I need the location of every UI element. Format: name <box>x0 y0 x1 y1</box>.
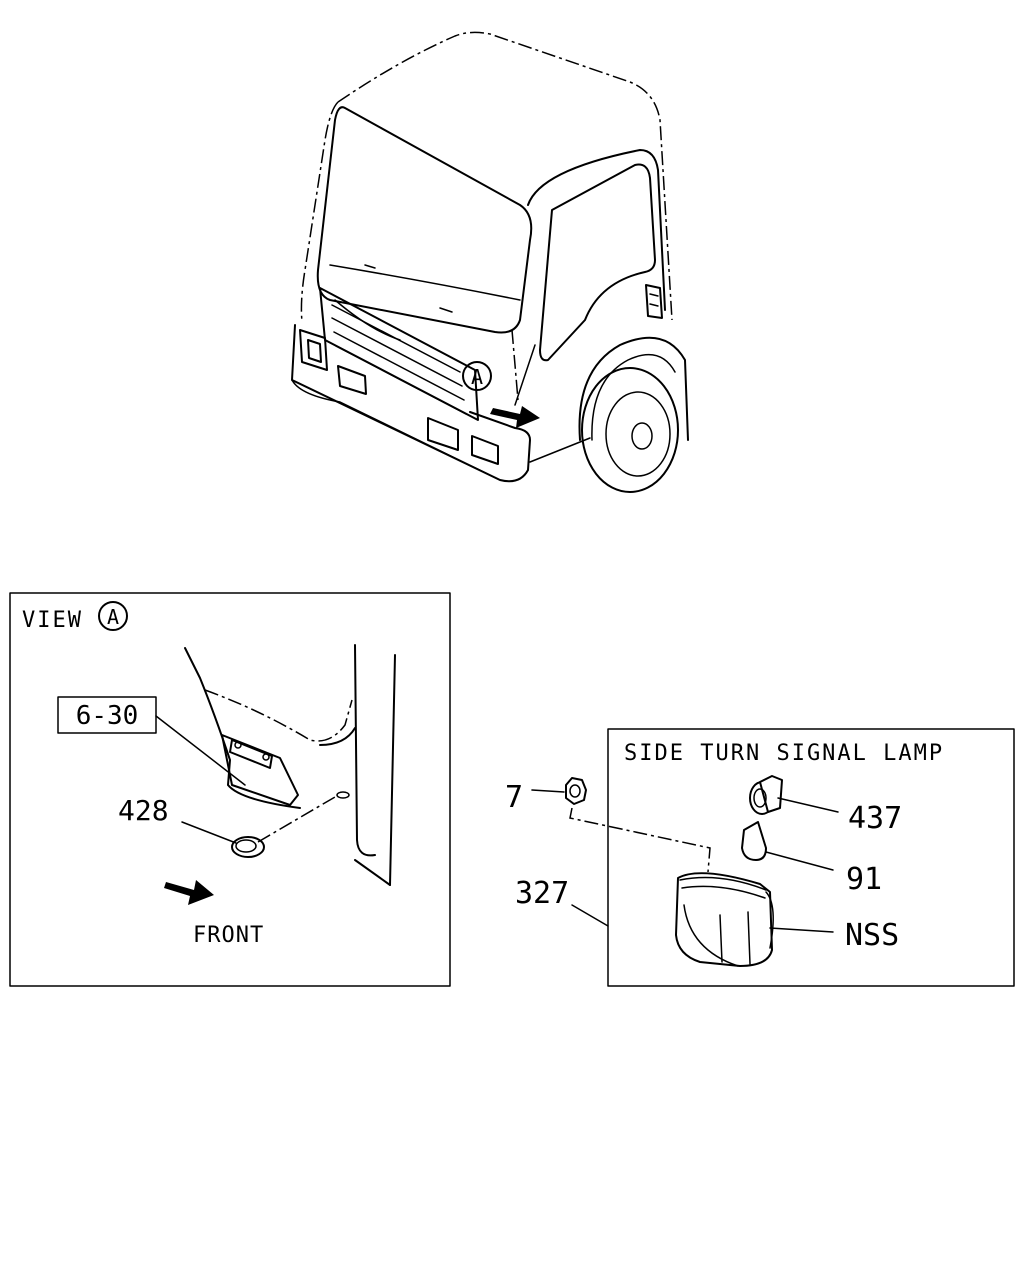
part-327-group: 327 <box>515 876 609 927</box>
lamp-panel-border <box>607 728 1015 987</box>
view-a-label: VIEW <box>22 608 83 633</box>
view-a-panel-border <box>9 592 451 987</box>
callout-nss: NSS <box>845 918 899 953</box>
view-a-circle-letter: A <box>107 605 119 629</box>
view-a-marker-icon <box>462 361 492 391</box>
nut-7-group: 7 <box>505 777 711 873</box>
lamp-body-nss <box>675 872 774 967</box>
callout-327: 327 <box>515 876 569 911</box>
view-a-marker-letter: A <box>471 365 483 389</box>
nut-7 <box>565 777 587 805</box>
front-arrow-icon <box>164 880 214 905</box>
lamp-panel-title: SIDE TURN SIGNAL LAMP <box>624 741 944 766</box>
bulb-91 <box>741 821 767 861</box>
callout-7: 7 <box>505 780 523 815</box>
view-a-circle-icon <box>98 601 128 631</box>
direction-arrow-icon <box>490 406 540 428</box>
front-label: FRONT <box>193 923 264 948</box>
socket-437 <box>749 775 783 815</box>
lamp-panel: SIDE TURN SIGNAL LAMP 437 91 NSS <box>607 728 1015 987</box>
ref-6-30-label: 6-30 <box>76 701 139 731</box>
callout-437: 437 <box>848 801 902 836</box>
ref-6-30-box <box>57 696 157 734</box>
callout-91: 91 <box>846 862 882 897</box>
callout-428: 428 <box>118 794 169 827</box>
view-a-panel: VIEW A 6-30 428 FRONT <box>9 592 451 987</box>
truck-illustration: A <box>291 31 689 493</box>
